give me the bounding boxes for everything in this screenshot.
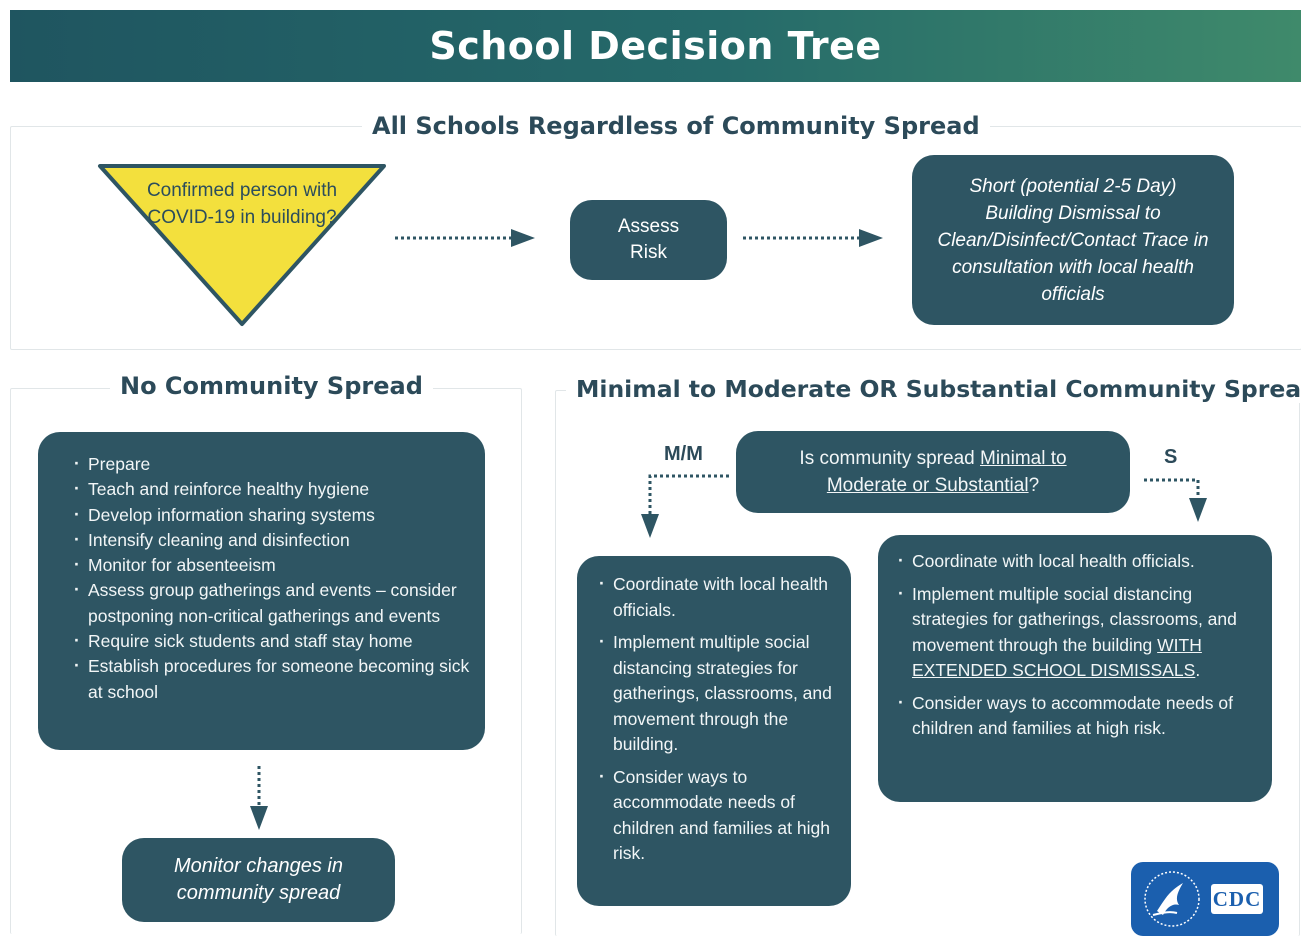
mm-list: Coordinate with local health officials. … [597,571,841,867]
title-banner: School Decision Tree [10,10,1301,82]
s-item2-suffix: . [1195,660,1201,680]
confirmed-case-triangle [98,164,386,326]
mm-actions-box: Coordinate with local health officials. … [577,556,851,906]
s-actions-box: Coordinate with local health officials. … [878,535,1272,802]
list-item: Implement multiple social distancing str… [597,629,841,758]
spread-heading: Minimal to Moderate OR Substantial Commu… [566,375,1301,403]
list-item: Monitor for absenteeism [72,552,471,578]
label-s: S [1164,446,1178,468]
s-item2-prefix: Implement multiple social distancing str… [912,583,1237,655]
no-spread-list: Prepare Teach and reinforce healthy hygi… [72,451,471,705]
list-item: Coordinate with local health officials. [896,548,1258,575]
list-item: Require sick students and staff stay hom… [72,628,471,654]
arrow-to-monitor [250,766,268,830]
list-item: Teach and reinforce healthy hygiene [72,476,471,502]
page-title: School Decision Tree [429,24,882,68]
assess-risk-text: Assess Risk [617,216,680,263]
no-spread-actions-box: Prepare Teach and reinforce healthy hygi… [38,432,485,750]
list-item: Implement multiple social distancing str… [896,581,1258,684]
monitor-text: Monitor changes in community spread [174,855,343,904]
question-prefix: Is community spread [799,448,980,469]
assess-risk-box: Assess Risk [570,200,727,280]
cdc-text: CDC [1212,886,1262,911]
cdc-text-badge: CDC [1211,884,1263,914]
list-item: Consider ways to accommodate needs of ch… [896,690,1258,742]
arrow-to-mm [641,474,729,538]
arrow-to-s [1144,478,1207,522]
list-item: Prepare [72,451,471,477]
hhs-eagle-icon [1144,871,1200,927]
spread-question-text: Is community spread Minimal to Moderate … [762,445,1104,499]
question-underlined: Minimal to Moderate or Substantial [826,448,1067,496]
spread-question-box: Is community spread Minimal to Moderate … [736,431,1130,513]
dismissal-box: Short (potential 2-5 Day) Building Dismi… [912,155,1234,325]
list-item: Intensify cleaning and disinfection [72,527,471,553]
s-list: Coordinate with local health officials. … [896,548,1258,742]
monitor-box: Monitor changes in community spread [122,838,395,922]
list-item: Assess group gatherings and events – con… [72,577,471,629]
arrow-to-assess [395,229,535,247]
dismissal-text: Short (potential 2-5 Day) Building Dismi… [937,175,1209,305]
no-spread-heading: No Community Spread [110,372,433,400]
triangle-question: Confirmed person with COVID-19 in buildi… [146,180,338,228]
list-item: Establish procedures for someone becomin… [72,653,471,705]
s-item2-underlined: WITH EXTENDED SCHOOL DISMISSALS [912,634,1202,681]
arrow-to-dismissal [743,229,883,247]
list-item: Consider ways to accommodate needs of ch… [597,764,841,867]
label-mm: M/M [664,443,703,465]
list-item: Develop information sharing systems [72,502,471,528]
cdc-logo: CDC [1131,862,1279,936]
list-item: Coordinate with local health officials. [597,571,841,623]
all-schools-heading: All Schools Regardless of Community Spre… [362,112,990,140]
question-end: ? [1028,475,1040,496]
